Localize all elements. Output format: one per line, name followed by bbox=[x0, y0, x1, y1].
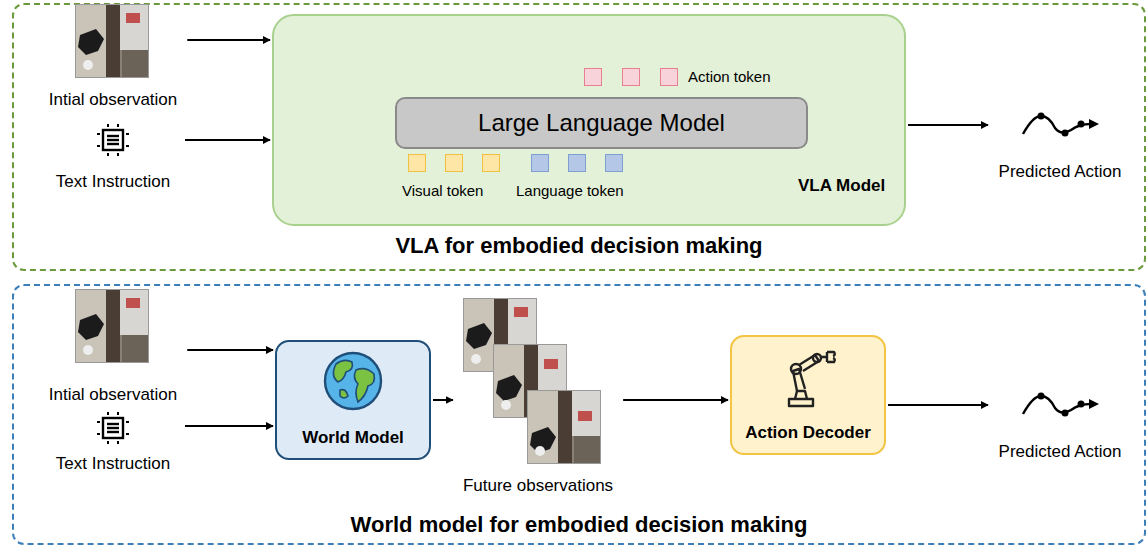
instruction-node: Text Instruction bbox=[43, 410, 183, 482]
node-label: Text Instruction bbox=[43, 454, 183, 474]
panel-title: World model for embodied decision making bbox=[14, 512, 1144, 537]
text-instruction-icon bbox=[95, 122, 131, 158]
action-token-square bbox=[660, 68, 678, 86]
world-model-box: World Model bbox=[275, 340, 431, 460]
flow-arrow bbox=[185, 139, 270, 141]
trajectory-icon bbox=[1019, 388, 1101, 422]
future-observation-node: Future observations bbox=[455, 298, 621, 502]
visual-token-square bbox=[408, 154, 426, 172]
observation-node: Intial observation bbox=[41, 4, 186, 116]
action-token-square bbox=[622, 68, 640, 86]
node-label: Intial observation bbox=[41, 385, 186, 405]
model-box: Action tokenVisual token Language token VL… bbox=[272, 14, 906, 226]
flow-arrow bbox=[185, 425, 273, 427]
node-label: Predicted Action bbox=[990, 162, 1130, 182]
globe-icon bbox=[322, 350, 384, 412]
visual-token-square bbox=[445, 154, 463, 172]
text-instruction-icon bbox=[95, 410, 131, 446]
node-label: World Model bbox=[277, 428, 429, 448]
node-label: Future observations bbox=[455, 476, 621, 496]
llm-box: Large Language Model bbox=[395, 97, 808, 149]
node-label: Visual token bbox=[402, 182, 483, 199]
observation-photo bbox=[75, 289, 149, 363]
node-label: Language token bbox=[516, 182, 624, 199]
flow-arrow bbox=[623, 399, 728, 401]
panel-frame: World model for embodied decision making… bbox=[12, 284, 1146, 545]
flow-arrow bbox=[908, 124, 988, 126]
visual-token-square bbox=[482, 154, 500, 172]
action-decoder-box: Action Decoder bbox=[730, 335, 886, 455]
action-output-node: Predicted Action bbox=[990, 388, 1130, 468]
action-token-square bbox=[584, 68, 602, 86]
observation-photo bbox=[527, 390, 601, 464]
panel-title: VLA for embodied decision making bbox=[14, 233, 1144, 258]
node-label: Predicted Action bbox=[990, 442, 1130, 462]
panel-frame: VLA for embodied decision making Intial o… bbox=[12, 3, 1146, 271]
node-label: Intial observation bbox=[41, 90, 186, 110]
node-label: Large Language Model bbox=[397, 109, 806, 137]
observation-photo bbox=[75, 4, 149, 78]
node-label: VLA Model bbox=[798, 176, 885, 196]
flow-arrow bbox=[187, 349, 273, 351]
language-token-square bbox=[605, 154, 623, 172]
trajectory-icon bbox=[1019, 108, 1101, 142]
action-output-node: Predicted Action bbox=[990, 108, 1130, 188]
robot-arm-icon bbox=[779, 347, 839, 409]
flow-arrow bbox=[187, 39, 270, 41]
observation-node: Intial observation bbox=[41, 289, 186, 405]
node-label: Text Instruction bbox=[43, 172, 183, 192]
flow-arrow bbox=[433, 399, 453, 401]
node-label: Action Decoder bbox=[732, 423, 884, 443]
node-label: Action token bbox=[688, 68, 771, 85]
language-token-square bbox=[531, 154, 549, 172]
instruction-node: Text Instruction bbox=[43, 122, 183, 198]
language-token-square bbox=[568, 154, 586, 172]
flow-arrow bbox=[888, 404, 988, 406]
